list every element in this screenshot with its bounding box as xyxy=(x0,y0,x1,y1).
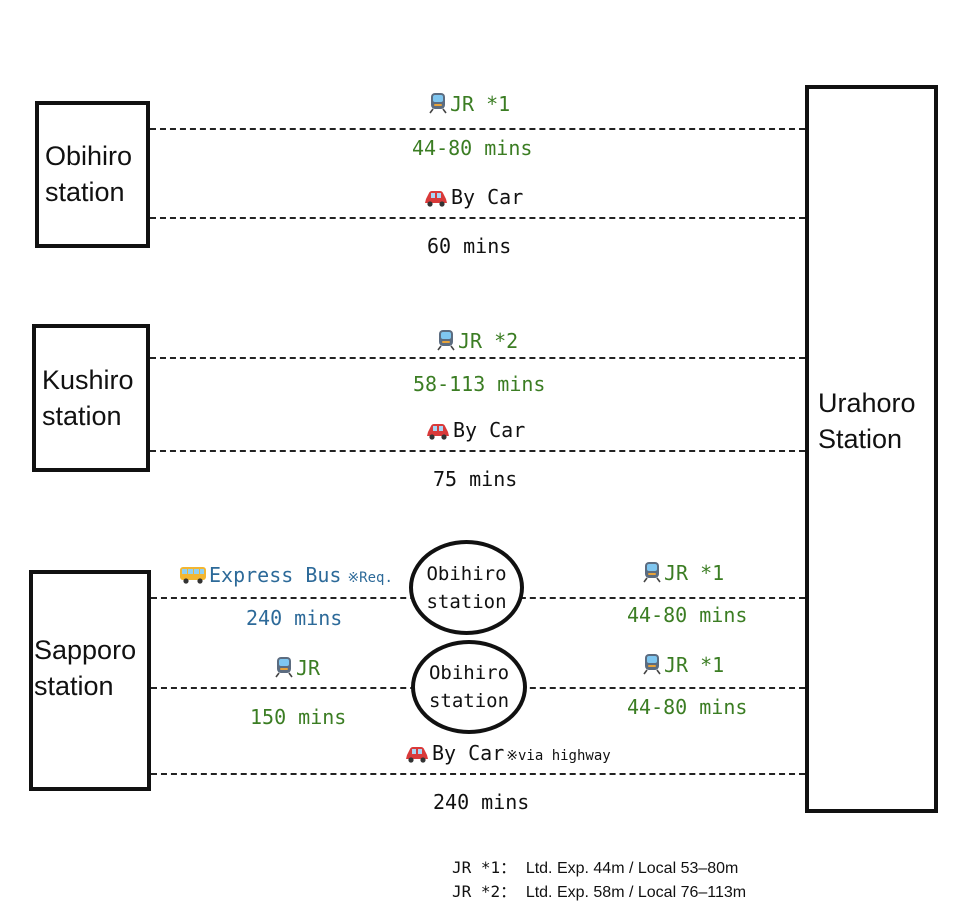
train-icon xyxy=(436,329,456,351)
sapporo-car-time: 240 mins xyxy=(433,790,530,814)
kushiro-jr-label: JR *2 xyxy=(436,329,518,353)
obihiro-station-box xyxy=(35,101,150,248)
obihiro-jr-label: JR *1 xyxy=(428,92,510,116)
car-icon xyxy=(425,422,451,440)
urahoro-station-box xyxy=(805,85,938,813)
route-line-kushiro-jr xyxy=(150,357,805,359)
sapporo-station-label: Sapporo station xyxy=(34,635,137,701)
bus-icon xyxy=(179,565,207,585)
obihiro-car-time: 60 mins xyxy=(427,234,512,258)
obihiro-jr-time: 44-80 mins xyxy=(412,136,533,160)
route-line-kushiro-car xyxy=(150,450,805,452)
sapporo-jr-jr-time: 44-80 mins xyxy=(627,695,748,719)
train-icon xyxy=(274,656,294,678)
footnote-jr2: JR *2： Ltd. Exp. 58m / Local 76–113m xyxy=(452,882,747,901)
obihiro-transfer-hub-bus: Obihiro station xyxy=(409,540,524,635)
bus-reservation-note: ※Req. xyxy=(347,570,393,586)
sapporo-bus-jr-label: JR *1 xyxy=(642,561,724,585)
urahoro-station-label: Urahoro Station xyxy=(818,388,916,454)
sapporo-jr-jr-label: JR *1 xyxy=(642,653,724,677)
train-icon xyxy=(428,92,448,114)
kushiro-station-label: Kushiro station xyxy=(42,365,134,431)
kushiro-jr-time: 58-113 mins xyxy=(413,372,546,396)
footnote-jr1: JR *1： Ltd. Exp. 44m / Local 53–80m xyxy=(452,858,739,877)
sapporo-bus-time: 240 mins xyxy=(246,606,343,630)
car-icon xyxy=(404,745,430,763)
kushiro-car-label: By Car xyxy=(425,418,525,442)
sapporo-bus-jr-time: 44-80 mins xyxy=(627,603,748,627)
train-icon xyxy=(642,653,662,675)
route-line-obihiro-jr xyxy=(150,128,805,130)
sapporo-station-box xyxy=(29,570,151,791)
train-icon xyxy=(642,561,662,583)
sapporo-jr-time: 150 mins xyxy=(250,705,347,729)
route-line-obihiro-car xyxy=(150,217,805,219)
highway-note: ※via highway xyxy=(506,748,611,764)
kushiro-station-box xyxy=(32,324,150,472)
route-line-sapporo-car xyxy=(151,773,805,775)
sapporo-bus-label: Express Bus※Req. xyxy=(179,563,393,590)
obihiro-station-label: Obihiro station xyxy=(45,141,133,207)
kushiro-car-time: 75 mins xyxy=(433,467,518,491)
sapporo-jr-label: JR xyxy=(274,656,320,680)
car-icon xyxy=(423,189,449,207)
obihiro-transfer-hub-jr: Obihiro station xyxy=(411,640,527,734)
sapporo-car-label: By Car※via highway xyxy=(404,741,611,768)
obihiro-car-label: By Car xyxy=(423,185,523,209)
